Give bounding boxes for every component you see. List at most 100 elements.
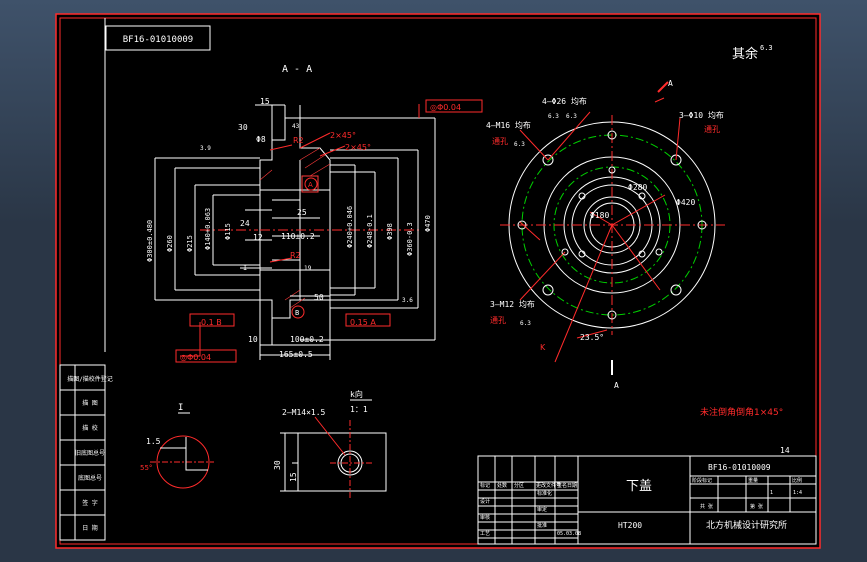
dim-10: 10: [248, 335, 258, 344]
svg-text:15: 15: [289, 472, 298, 482]
side-label-5: 签 字: [82, 499, 98, 507]
tol-flatness: 0.1 B: [201, 318, 222, 327]
label-through-a: 通孔: [704, 124, 720, 134]
dim-phi-398: Φ398: [386, 223, 394, 240]
dim-25: 25: [297, 208, 307, 217]
sheet-border: [55, 13, 821, 549]
roughness-note: 其余: [732, 46, 758, 62]
view-k-arrow-label: K: [540, 343, 546, 352]
left-stamp-table: 描图/描校件登记 描 图 描 校 旧底图总号 底图总号 签 字 日 期: [59, 364, 113, 541]
dim-phi-470: Φ470: [424, 215, 432, 232]
svg-text:1：1: 1：1: [350, 405, 368, 414]
view-k: k向 1：1 2—M14×1.5 30 15: [273, 389, 387, 500]
rough-6-3-c: 6.3: [520, 320, 531, 327]
label-holes-26: 4—Φ26 均布: [542, 96, 587, 106]
side-label-3: 旧底图总号: [75, 449, 105, 457]
dim-30: 30: [238, 123, 248, 132]
dim-15: 15: [260, 97, 270, 106]
dim-angle-23-5: 23.5°: [580, 333, 604, 342]
tb-header-4: 签名: [557, 482, 567, 489]
tb-sheet-0: 共 张: [700, 503, 713, 510]
tb-row-2: 工艺: [480, 531, 490, 537]
tolerance-frame-runout: [345, 313, 391, 327]
rough-6-3-d: 6.3: [566, 113, 577, 120]
dim-phi-115: Φ115: [224, 223, 232, 240]
label-m16: 4—M16 均布: [486, 120, 531, 130]
general-note: 未注倒角倒角1×45°: [700, 406, 783, 418]
plan-view: [500, 81, 725, 375]
section-leaders: [180, 104, 420, 357]
rough-6-3-a: 6.3: [548, 113, 559, 120]
section-label: A - A: [282, 64, 312, 75]
tol-runout: 0.15 A: [350, 318, 376, 327]
rough-6-3-b: 6.3: [514, 141, 525, 148]
roughness-value: 6.3: [760, 44, 773, 52]
tb-small-box: 1: [770, 490, 773, 496]
datum-b-letter: B: [295, 309, 299, 317]
dim-24: 24: [240, 219, 250, 228]
dim-r2-bottom: R2: [290, 251, 301, 260]
dim-19: 19: [304, 265, 312, 272]
svg-text:I: I: [178, 403, 183, 413]
tb-right-1: 重量: [748, 477, 758, 484]
dim-phi-280: Φ280: [628, 183, 647, 192]
tb-date: 05.03.08: [557, 531, 581, 537]
label-holes-10: 3—Φ10 均布: [679, 110, 724, 120]
dim-3-6: 3.6: [402, 297, 413, 304]
tolerance-frame-flat: [189, 313, 235, 327]
tb-right-2: 比例: [792, 477, 802, 484]
svg-text:30: 30: [273, 460, 282, 470]
dim-chamfer-b: 2×45°: [345, 143, 371, 152]
side-label-6: 日 期: [82, 524, 98, 532]
top-drawing-number: BF16-01010009: [123, 35, 193, 45]
title-block: [477, 455, 817, 545]
dim-phi-260: Φ260: [166, 235, 174, 252]
tb-header-1: 处数: [497, 482, 507, 489]
tolerance-frame-top: [425, 99, 483, 113]
tb-header-3: 更改文件号: [536, 482, 561, 489]
datum-b-circle: [291, 305, 305, 319]
dim-phi-8: Φ8: [256, 135, 266, 144]
dim-12: 12: [253, 233, 263, 242]
tb-material: HT200: [618, 521, 642, 530]
tol-concentric-top: ◎Φ0.04: [430, 103, 461, 112]
tb-extra-2: 批准: [537, 522, 547, 529]
label-m12: 3—M12 均布: [490, 299, 535, 309]
dim-110: 110±0.2: [281, 232, 315, 241]
section-mark-a-bottom: A: [614, 381, 619, 390]
tb-institute: 北方机械设计研究所: [706, 519, 787, 531]
datum-a-circle: [304, 177, 318, 191]
tb-header-2: 分区: [514, 482, 524, 489]
view-i-mark: I: [243, 264, 247, 272]
dim-100: 100±0.2: [290, 335, 324, 344]
dim-phi-240: Φ240+0.046: [346, 206, 354, 248]
tolerance-frame-bottom: [175, 349, 237, 363]
detail-i-view: I 1.5 55°: [140, 403, 214, 489]
dim-165: 165±0.5: [279, 350, 313, 359]
datum-a-letter: A: [308, 181, 313, 189]
tb-row-0: 设计: [480, 498, 490, 505]
side-label-1: 描 图: [82, 399, 98, 407]
dim-phi-248: Φ248-0.1: [366, 214, 374, 248]
tb-part-name: 下盖: [626, 479, 652, 494]
tb-sheet-1: 第 张: [750, 503, 763, 510]
tb-extra-0: 标准化: [537, 490, 552, 497]
dim-phi-360: Φ360-0.3: [406, 222, 414, 256]
side-label-0: 描图/描校件登记: [67, 375, 113, 383]
dim-50: 50: [314, 293, 324, 302]
top-number-box: [105, 25, 211, 51]
label-through-b: 通孔: [492, 136, 508, 146]
label-through-c: 通孔: [490, 315, 506, 325]
dim-4-3: 43: [292, 123, 300, 130]
svg-text:1.5: 1.5: [146, 437, 161, 446]
svg-text:k向: k向: [350, 389, 363, 399]
tb-drawing-number: BF16-01010009: [708, 463, 771, 472]
section-mark-a-top: A: [668, 79, 673, 88]
svg-text:2—M14×1.5: 2—M14×1.5: [282, 408, 326, 417]
section-view: [154, 104, 436, 360]
dim-phi-140: Φ140+0.063: [204, 208, 212, 250]
side-label-4: 底图总号: [78, 474, 102, 482]
page-index: 14: [780, 446, 790, 455]
